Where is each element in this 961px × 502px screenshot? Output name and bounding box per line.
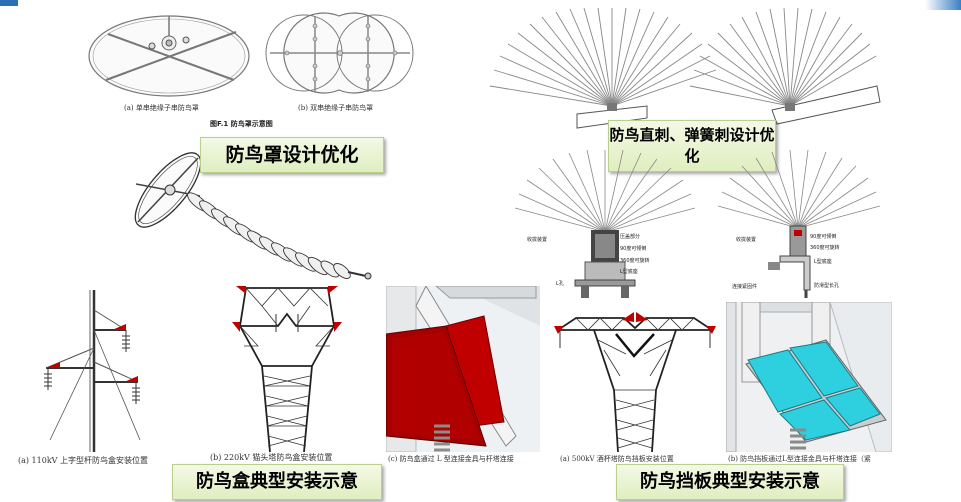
l-connector-plate-diagram <box>726 302 892 452</box>
callout-left-2: 90度可倾倒 <box>620 246 647 252</box>
pole-110kv-diagram <box>44 290 141 452</box>
header-accent-left <box>0 0 18 6</box>
callout-left-extra: L孔 <box>556 281 564 287</box>
l-connector-box-diagram <box>386 286 540 452</box>
label-spike-text: 防鸟直刺、弹簧刺设计优化 <box>609 126 775 165</box>
caption-l-connector-box: (c) 防鸟盒通过 L 型连接金具与杆塔连接 <box>388 455 514 463</box>
insulator-with-bird-cover <box>134 152 372 280</box>
bird-spike-fans-diagram <box>489 7 881 129</box>
callout-right-3: L型底座 <box>814 259 832 265</box>
callout-right-4: 连接紧固件 <box>732 284 758 290</box>
callout-left-3: 360度可旋转 <box>620 258 650 264</box>
tower-220kv-diagram <box>232 286 342 452</box>
callout-left-0: 收拢装置 <box>527 237 548 243</box>
l-connector-photo-frame <box>386 286 540 452</box>
callout-left-1: 压盖部分 <box>620 234 641 240</box>
caption-220kv: (b) 220kV 猫头塔防鸟盒安装位置 <box>210 453 333 462</box>
callout-right-5: 防滑型长孔 <box>814 283 840 289</box>
caption-500kv: (a) 500kV 酒杯塔防鸟挡板安装位置 <box>560 455 674 463</box>
label-box-installation: 防鸟盒典型安装示意 <box>172 464 382 500</box>
spike-device-detail-right <box>717 150 881 298</box>
callout-right-0: 收拢装置 <box>736 237 757 243</box>
caption-l-connector-plate: (b) 防鸟挡板通过L型连接金具与杆塔连接（紧 <box>728 455 871 463</box>
callout-left-4: L型底座 <box>620 269 638 275</box>
caption-single-cover: (a) 单串绝缘子串防鸟罩 <box>124 104 199 112</box>
callout-right-1: 90度可倾倒 <box>810 234 837 240</box>
figure-title-cover: 图F.1 防鸟罩示意图 <box>210 120 273 128</box>
spike-device-detail-left <box>514 150 696 298</box>
callout-right-2: 360度可旋转 <box>810 245 840 251</box>
caption-double-cover: (b) 双串绝缘子串防鸟罩 <box>298 104 374 112</box>
label-cover-optimization: 防鸟罩设计优化 <box>200 137 384 173</box>
header-accent-right <box>925 0 961 10</box>
l-connector-plate-photo-frame <box>726 302 892 452</box>
bird-cover-double-diagram <box>265 12 414 94</box>
tower-500kv-diagram <box>554 312 716 452</box>
bird-cover-single-diagram <box>88 15 250 97</box>
label-plate-installation: 防鸟挡板典型安装示意 <box>616 464 844 500</box>
caption-110kv: (a) 110kV 上字型杆防鸟盒安装位置 <box>18 456 148 465</box>
